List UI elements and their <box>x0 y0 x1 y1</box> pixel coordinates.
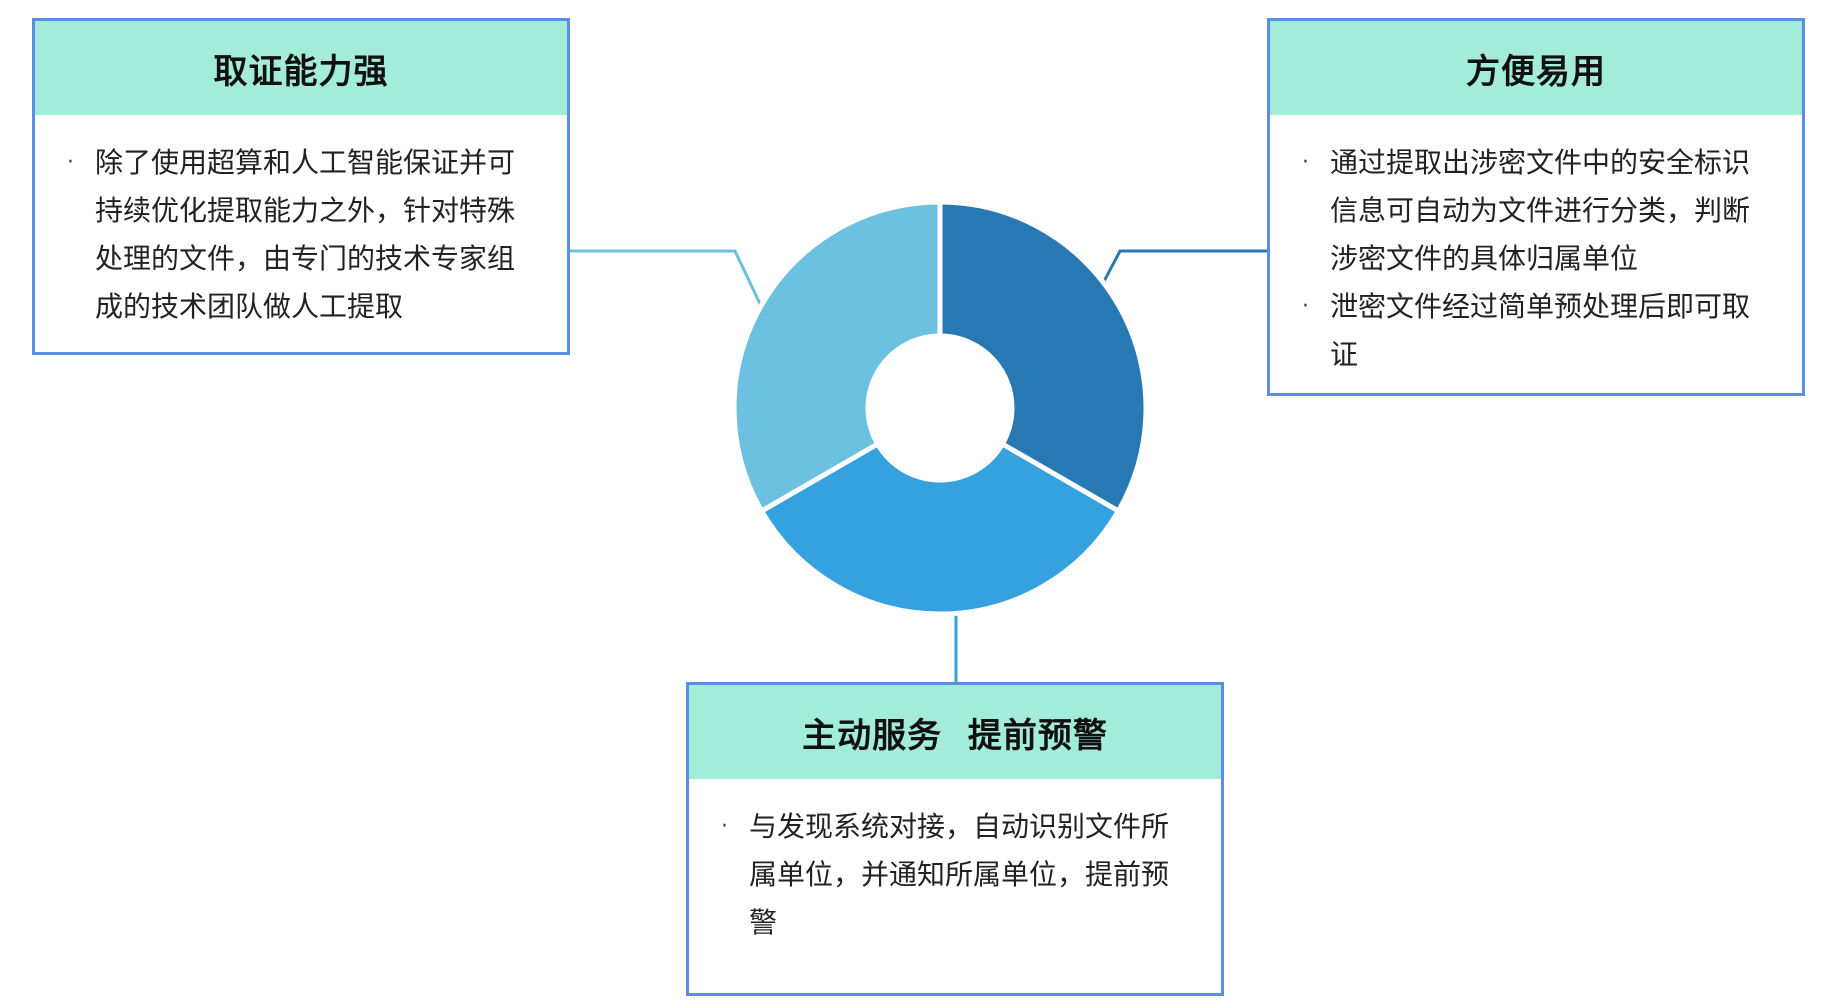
donut-segment-right <box>937 199 1149 514</box>
card-proactive-warning: 主动服务 提前预警 · 与发现系统对接，自动识别文件所属单位，并通知所属单位，提… <box>686 682 1224 996</box>
donut-segment-bottom <box>759 441 1121 617</box>
bullet-dot-icon: · <box>721 814 728 839</box>
bullet-item: · 通过提取出涉密文件中的安全标识信息可自动为文件进行分类，判断涉密文件的具体归… <box>1302 139 1772 283</box>
connector-top-left <box>570 249 764 309</box>
bullet-text: 除了使用超算和人工智能保证并可持续优化提取能力之外，针对特殊处理的文件，由专门的… <box>95 146 516 323</box>
bullet-text: 通过提取出涉密文件中的安全标识信息可自动为文件进行分类，判断涉密文件的具体归属单… <box>1330 146 1751 275</box>
card-body: · 除了使用超算和人工智能保证并可持续优化提取能力之外，针对特殊处理的文件，由专… <box>35 115 567 351</box>
card-easy-to-use: 方便易用 · 通过提取出涉密文件中的安全标识信息可自动为文件进行分类，判断涉密文… <box>1267 18 1805 396</box>
bullet-dot-icon: · <box>67 150 74 175</box>
card-title: 主动服务 提前预警 <box>689 685 1221 779</box>
donut-segment-left <box>731 199 943 514</box>
donut-chart <box>731 199 1149 617</box>
card-title: 方便易用 <box>1270 21 1802 115</box>
bullet-item: · 与发现系统对接，自动识别文件所属单位，并通知所属单位，提前预警 <box>721 803 1191 947</box>
connector-top-right <box>1099 249 1267 288</box>
connector-lines <box>570 249 1267 682</box>
bullet-dot-icon: · <box>1302 150 1309 175</box>
card-title: 取证能力强 <box>35 21 567 115</box>
card-forensic-capability: 取证能力强 · 除了使用超算和人工智能保证并可持续优化提取能力之外，针对特殊处理… <box>32 18 570 355</box>
bullet-text: 与发现系统对接，自动识别文件所属单位，并通知所属单位，提前预警 <box>749 810 1170 939</box>
bullet-item: · 泄密文件经过简单预处理后即可取证 <box>1302 283 1772 379</box>
card-body: · 与发现系统对接，自动识别文件所属单位，并通知所属单位，提前预警 <box>689 779 1221 967</box>
bullet-dot-icon: · <box>1302 294 1309 319</box>
bullet-text: 泄密文件经过简单预处理后即可取证 <box>1330 290 1751 371</box>
bullet-item: · 除了使用超算和人工智能保证并可持续优化提取能力之外，针对特殊处理的文件，由专… <box>67 139 537 331</box>
card-body: · 通过提取出涉密文件中的安全标识信息可自动为文件进行分类，判断涉密文件的具体归… <box>1270 115 1802 399</box>
